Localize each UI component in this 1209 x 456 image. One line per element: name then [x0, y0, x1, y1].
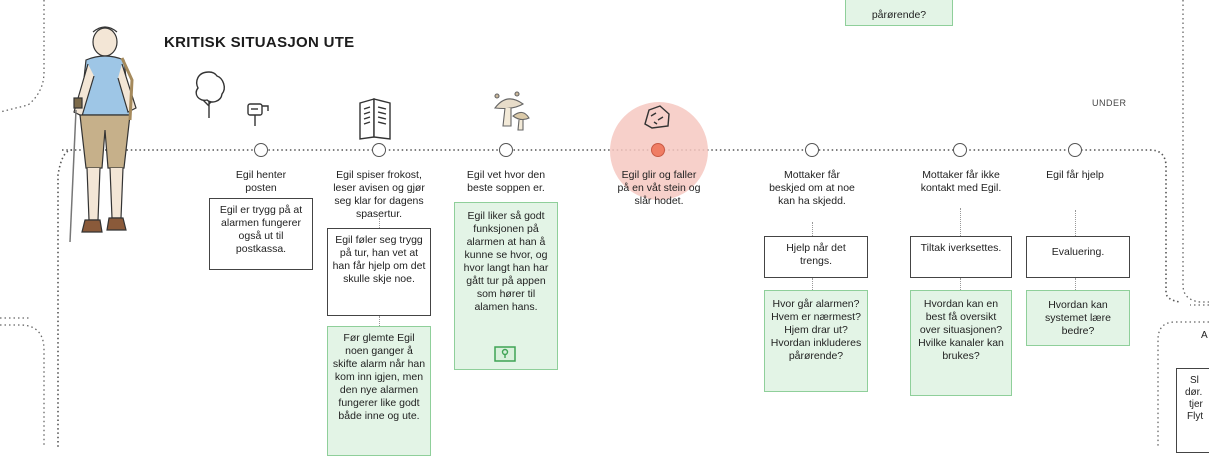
newspaper-icon — [359, 98, 391, 140]
tree-icon — [195, 71, 225, 118]
step-5-opportunity-box: Hvor går alarmen? Hvem er nærmest? Hjem … — [764, 290, 868, 392]
top-question-fragment — [845, 0, 953, 26]
step-6-label: Mottaker får ikke kontakt med Egil. — [920, 169, 1002, 194]
right-panel-fragment — [1176, 368, 1209, 453]
step-7-experience-box: Evaluering. — [1026, 236, 1130, 278]
scenario-title: KRITISK SITUASJON UTE — [164, 34, 355, 51]
step-7-opportunity-box: Hvordan kan systemet lære bedre? — [1026, 290, 1130, 346]
timeline-node-2 — [372, 143, 386, 157]
connector — [1075, 210, 1076, 236]
step-1-experience-box: Egil er trygg på at alarmen fungerer ogs… — [209, 198, 313, 270]
step-5-label: Mottaker får beskjed om at noe kan ha sk… — [769, 169, 855, 207]
top-question-text: pårørende? — [871, 9, 927, 21]
rock-icon — [644, 105, 670, 129]
connector — [1075, 278, 1076, 290]
step-1-label: Egil henter posten — [235, 169, 287, 194]
connector — [960, 278, 961, 290]
right-panel-heading: A — [1201, 330, 1208, 341]
mushroom-icon — [493, 91, 530, 131]
connector — [812, 278, 813, 290]
timeline-node-7 — [1068, 143, 1082, 157]
timeline-node-6 — [953, 143, 967, 157]
connector — [379, 316, 380, 326]
right-panel-line-2: dør. — [1185, 387, 1203, 398]
step-2-experience-box: Egil føler seg trygg på tur, han vet at … — [327, 228, 431, 316]
connector — [812, 222, 813, 236]
right-panel-line-3: tjer — [1189, 399, 1203, 410]
elderly-hiker-illustration — [69, 26, 137, 243]
timeline-node-1 — [254, 143, 268, 157]
app-location-icon — [494, 346, 516, 362]
step-3-label: Egil vet hvor den beste soppen er. — [466, 169, 546, 194]
step-5-experience-box: Hjelp når det trengs. — [764, 236, 868, 278]
step-4-label: Egil glir og faller på en våt stein og s… — [617, 169, 701, 207]
phase-label: UNDER — [1092, 98, 1127, 108]
step-2-label: Egil spiser frokost, leser avisen og gjø… — [333, 169, 425, 220]
step-6-experience-box: Tiltak iverksettes. — [910, 236, 1012, 278]
step-2-opportunity-box: Før glemte Egil noen ganger å skifte ala… — [327, 326, 431, 456]
step-3-opportunity-box: Egil liker så godt funksjonen på alarmen… — [454, 202, 558, 370]
connector — [379, 218, 380, 228]
timeline-node-5 — [805, 143, 819, 157]
right-panel-line-4: Flyt — [1187, 411, 1204, 422]
connector — [960, 208, 961, 236]
timeline-node-3 — [499, 143, 513, 157]
step-7-label: Egil får hjelp — [1046, 169, 1104, 181]
timeline-node-4 — [651, 143, 665, 157]
right-panel-line-1: Sl — [1190, 375, 1199, 386]
mailbox-icon — [247, 103, 269, 126]
step-6-opportunity-box: Hvordan kan en best få oversikt over sit… — [910, 290, 1012, 396]
